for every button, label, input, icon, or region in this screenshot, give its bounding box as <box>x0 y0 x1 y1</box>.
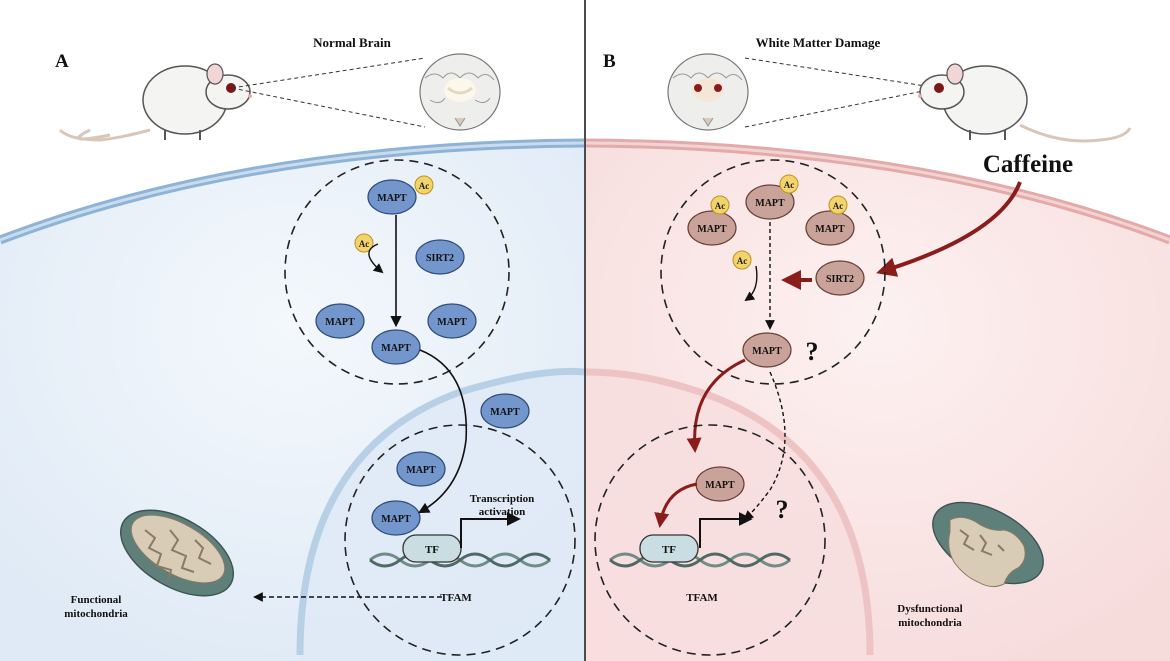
tfam-label-left: TFAM <box>440 592 472 604</box>
svg-text:SIRT2: SIRT2 <box>826 274 854 285</box>
panel-a: A Normal Brain MAPT <box>0 35 585 661</box>
nucleus-compartment-right <box>594 424 826 656</box>
mapt-protein-left-side2: MAPT <box>427 303 477 339</box>
mapt-protein-left-deacetylated: MAPT <box>371 329 421 365</box>
cytoplasm-compartment-right <box>660 159 886 385</box>
acetyl-badge-right-side: Ac <box>828 195 848 215</box>
acetyl-badge-left-top: Ac <box>414 175 434 195</box>
svg-text:MAPT: MAPT <box>325 317 355 328</box>
caffeine-label: Caffeine <box>983 151 1073 178</box>
rat-eye-left <box>226 83 236 93</box>
uncertain-transcription-arrow <box>743 371 786 521</box>
question-mark-cytoplasm: ? <box>806 337 819 366</box>
acetyl-release-arrow-left <box>368 243 384 274</box>
transcription-label-line1: Transcription <box>470 493 535 505</box>
question-mark-nucleus: ? <box>776 495 789 524</box>
dna-helix-left <box>369 552 551 568</box>
rat-eye-right <box>934 83 944 93</box>
svg-text:MAPT: MAPT <box>705 480 735 491</box>
dysfunctional-mitochondrion <box>932 501 1044 588</box>
mapt-nuclear-translocation-arrow <box>418 349 468 514</box>
svg-text:MAPT: MAPT <box>755 198 785 209</box>
svg-text:MAPT: MAPT <box>381 514 411 525</box>
svg-text:TF: TF <box>662 544 676 556</box>
acetyl-badge-right-left: Ac <box>710 195 730 215</box>
mapt-protein-left-side1: MAPT <box>315 303 365 339</box>
nucleus-compartment-left <box>344 424 576 656</box>
transcription-label-line2: activation <box>479 506 525 518</box>
nuclear-envelope-left <box>300 371 584 661</box>
mapt-nuclear-translocation-arrow-right <box>686 358 746 453</box>
tf-box-right: TF <box>639 534 699 563</box>
mapt-protein-right-side: MAPT <box>805 210 855 246</box>
svg-text:Ac: Ac <box>737 256 748 266</box>
svg-text:MAPT: MAPT <box>752 346 782 357</box>
tf-box-left: TF <box>402 534 462 563</box>
svg-text:MAPT: MAPT <box>815 224 845 235</box>
svg-text:MAPT: MAPT <box>377 193 407 204</box>
dna-helix-right <box>609 552 791 568</box>
mapt-protein-left-nucleus1: MAPT <box>396 451 446 487</box>
functional-mitochondrion <box>119 509 235 597</box>
svg-text:Ac: Ac <box>784 180 795 190</box>
svg-text:Ac: Ac <box>359 239 370 249</box>
nuclear-envelope-right <box>586 372 870 661</box>
svg-text:TF: TF <box>425 544 439 556</box>
panel-a-title: Normal Brain <box>313 35 391 50</box>
mito-label-left-line1: Functional <box>71 594 122 606</box>
sirt2-protein-right: SIRT2 <box>815 260 865 296</box>
mapt-protein-right-left: MAPT <box>687 210 737 246</box>
sirt2-protein-left: SIRT2 <box>415 239 465 275</box>
brain-slice-normal <box>419 53 501 131</box>
svg-text:MAPT: MAPT <box>381 343 411 354</box>
mapt-protein-right-nucleus: MAPT <box>695 466 745 502</box>
acetyl-badge-right-free: Ac <box>732 250 752 270</box>
svg-text:SIRT2: SIRT2 <box>426 253 454 264</box>
transcription-arrow-left <box>460 512 521 548</box>
svg-text:MAPT: MAPT <box>490 407 520 418</box>
panel-a-letter: A <box>55 51 69 72</box>
svg-text:Ac: Ac <box>419 181 430 191</box>
svg-text:MAPT: MAPT <box>437 317 467 328</box>
mapt-protein-right-deacetylated: MAPT <box>742 332 792 368</box>
panel-b-letter: B <box>603 51 616 72</box>
rat-illustration-left <box>58 63 252 142</box>
mapt-to-tf-arrow <box>654 482 698 528</box>
mito-label-right-line1: Dysfunctional <box>897 603 962 615</box>
tfam-label-right: TFAM <box>686 592 718 604</box>
acetyl-badge-left-free: Ac <box>354 233 374 253</box>
acetyl-release-arrow-right <box>744 265 758 302</box>
svg-text:MAPT: MAPT <box>406 465 436 476</box>
mapt-protein-left-top: MAPT <box>367 179 417 215</box>
svg-text:Ac: Ac <box>833 201 844 211</box>
rat-illustration-right <box>918 63 1132 143</box>
caffeine-arrow <box>876 181 1022 277</box>
mapt-protein-left-nucleus2: MAPT <box>371 500 421 536</box>
svg-text:MAPT: MAPT <box>697 224 727 235</box>
svg-text:Ac: Ac <box>715 201 726 211</box>
transcription-arrow-right <box>699 512 753 548</box>
mito-label-left-line2: mitochondria <box>64 608 128 620</box>
panel-b-title: White Matter Damage <box>756 35 881 50</box>
panel-b: B White Matter Damage Caffeine <box>585 35 1170 661</box>
acetyl-badge-right-top: Ac <box>779 174 799 194</box>
brain-slice-damaged <box>667 53 749 131</box>
mapt-protein-left-cytosol: MAPT <box>480 393 530 429</box>
cytoplasm-compartment-left <box>284 159 510 385</box>
mito-label-right-line2: mitochondria <box>898 617 962 629</box>
mapt-protein-right-top: MAPT <box>745 184 795 220</box>
